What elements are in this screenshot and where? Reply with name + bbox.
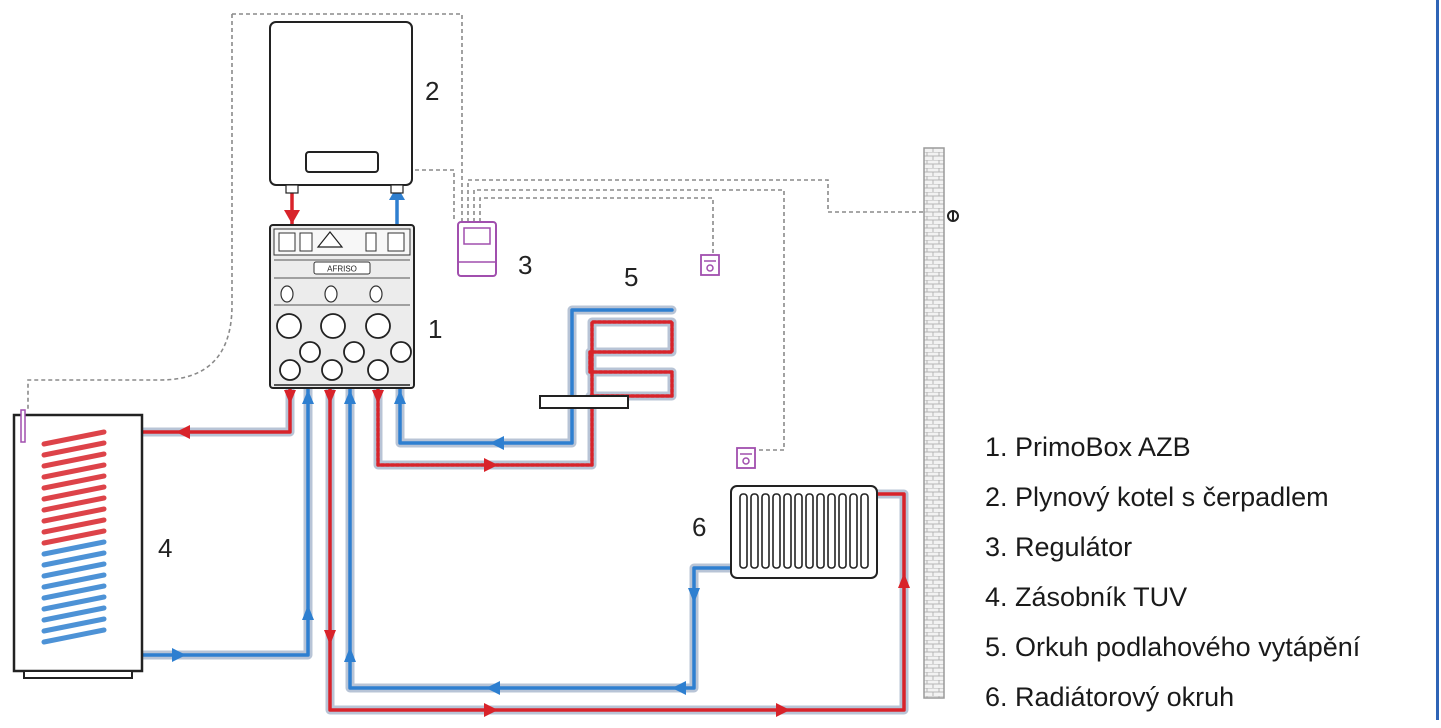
radiator-icon bbox=[730, 485, 878, 579]
legend-item: 3. Regulátor bbox=[985, 532, 1133, 562]
label-1: 1 bbox=[428, 314, 442, 344]
arrow-return bbox=[394, 390, 406, 404]
arrow-return bbox=[172, 648, 186, 662]
controller-icon bbox=[457, 221, 497, 277]
arrow-return bbox=[302, 605, 314, 620]
arrow-supply bbox=[372, 390, 384, 404]
legend-item: 1. PrimoBox AZB bbox=[985, 432, 1191, 462]
legend-item: 2. Plynový kotel s čerpadlem bbox=[985, 482, 1329, 512]
outdoor-sensor-icon bbox=[947, 210, 959, 222]
legend-item: 4. Zásobník TUV bbox=[985, 582, 1188, 612]
frame-border bbox=[1436, 0, 1439, 720]
wall-icon bbox=[923, 147, 945, 699]
arrow-return bbox=[344, 647, 356, 662]
legend-item: 5. Orkuh podlahového vytápění bbox=[985, 632, 1361, 662]
thermostat-icon bbox=[700, 254, 720, 276]
arrow-supply bbox=[484, 703, 498, 717]
label-4: 4 bbox=[158, 533, 172, 563]
legend: 1. PrimoBox AZB 2. Plynový kotel s čerpa… bbox=[985, 428, 1360, 728]
arrow-supply bbox=[284, 390, 296, 404]
gas-boiler bbox=[269, 21, 413, 194]
arrow-return bbox=[302, 390, 314, 404]
arrow-supply bbox=[484, 458, 498, 472]
legend-item: 6. Radiátorový okruh bbox=[985, 682, 1235, 712]
arrow-supply bbox=[324, 390, 336, 404]
label-5: 5 bbox=[624, 262, 638, 292]
arrow-supply bbox=[898, 573, 910, 588]
arrow-return bbox=[672, 681, 686, 695]
unit-badge: AFRISO bbox=[327, 265, 357, 274]
arrow-return bbox=[688, 588, 700, 603]
label-3: 3 bbox=[518, 250, 532, 280]
arrow-return bbox=[344, 390, 356, 404]
label-6: 6 bbox=[692, 512, 706, 542]
arrow-supply bbox=[176, 425, 190, 439]
thermostat-icon bbox=[736, 447, 756, 469]
arrow-return bbox=[486, 681, 500, 695]
arrow-return bbox=[490, 436, 504, 450]
control-wiring bbox=[27, 13, 930, 451]
label-2: 2 bbox=[425, 76, 439, 106]
arrow-supply bbox=[776, 703, 790, 717]
arrow-supply bbox=[324, 630, 336, 645]
arrow-supply bbox=[284, 210, 300, 224]
tank-coil-icon bbox=[41, 429, 107, 645]
floor-coil-icon bbox=[539, 395, 629, 409]
dhw-tank bbox=[12, 409, 144, 679]
primobox-unit: AFRISO bbox=[269, 224, 415, 389]
